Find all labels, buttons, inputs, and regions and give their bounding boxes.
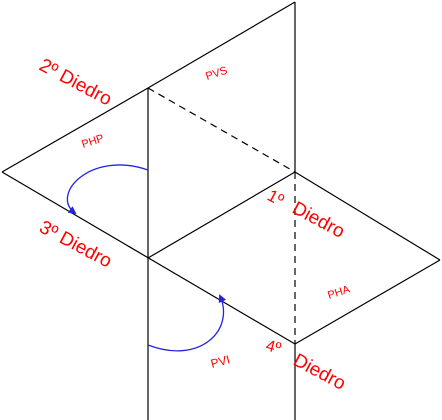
label-diedro-4-number: 4º [264,337,283,357]
label-diedro-1-number: 1º [264,186,287,210]
horizontal-plane-edge-top-left [1,87,149,173]
label-diedro-3: 3º Diedro [36,217,115,273]
horizontal-plane [1,87,441,345]
vertical-plane [147,1,296,420]
label-plane-pvs: PVS [204,65,229,83]
label-diedro-4-word: Diedro [290,350,349,395]
intersection-front-line [147,171,296,259]
horizontal-plane-edge-back-hidden [147,87,296,173]
rotation-arrow-upper [66,164,149,215]
label-plane-pha: PHA [326,283,352,302]
label-diedro-2: 2º Diedro [36,55,115,111]
label-plane-php: PHP [80,132,105,150]
horizontal-plane-edge-right-top [294,171,441,261]
horizontal-plane-edge-bottom-right [294,259,441,345]
label-diedro-1-word: Diedro [289,198,348,243]
label-plane-pvi: PVI [209,352,231,371]
rotation-arrow-lower [147,294,227,352]
vertical-plane-top-edge [147,1,296,89]
